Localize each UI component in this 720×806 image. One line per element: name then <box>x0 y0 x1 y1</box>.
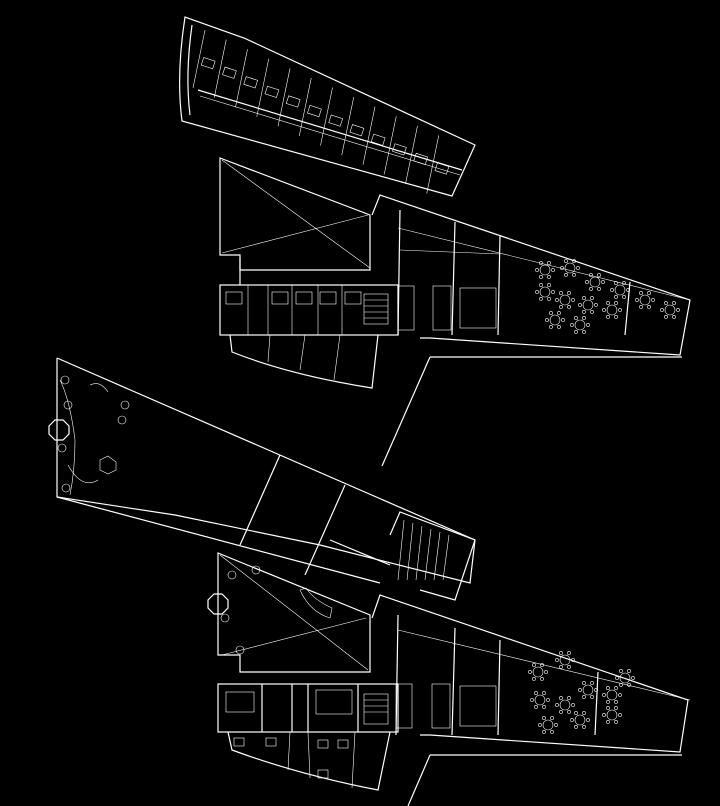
room-partition <box>405 125 418 184</box>
room-partition <box>341 97 355 156</box>
room-partition <box>383 116 397 175</box>
dining-table <box>555 291 575 309</box>
plant <box>120 400 130 410</box>
plant <box>63 400 73 410</box>
bed <box>295 291 313 305</box>
plant <box>117 415 127 425</box>
dining-table <box>570 316 590 334</box>
dining-table <box>660 301 680 319</box>
dining-table <box>578 681 598 699</box>
bed <box>413 152 429 166</box>
dining-table <box>545 311 565 329</box>
plant <box>57 443 67 453</box>
lower-service-core <box>395 683 497 729</box>
dining-table <box>535 261 555 279</box>
dining-table <box>615 669 635 687</box>
upper-guest-room-wing <box>179 16 476 197</box>
bed <box>264 85 280 98</box>
upper-service-core <box>363 285 497 331</box>
dining-table <box>610 281 630 299</box>
upper-balconies <box>229 334 379 389</box>
upper-atrium-void <box>219 157 371 285</box>
bed <box>319 291 337 305</box>
room-partition <box>235 49 248 108</box>
lower-auditorium-seating <box>389 511 476 601</box>
bed <box>434 162 450 175</box>
dining-table <box>635 291 655 309</box>
seat-row <box>406 522 414 581</box>
dining-table <box>602 706 622 724</box>
bed <box>392 143 407 156</box>
bed <box>307 105 322 118</box>
bed <box>349 124 365 137</box>
seat-row <box>433 531 441 581</box>
dining-table <box>555 651 575 669</box>
lower-room-block <box>217 683 399 791</box>
upper-room-row <box>219 284 399 336</box>
bed <box>225 291 243 305</box>
room-partition <box>426 135 440 194</box>
plant <box>60 375 70 385</box>
lower-floor-plan <box>48 357 691 806</box>
lower-main-wing <box>371 594 691 753</box>
seat-row <box>415 525 423 581</box>
bed <box>271 291 289 305</box>
lower-dining-area <box>528 651 635 734</box>
dining-table <box>535 283 555 301</box>
upper-main-wing <box>371 194 691 356</box>
dining-table <box>560 259 580 277</box>
dining-table <box>528 663 548 681</box>
dining-table <box>602 301 622 319</box>
bed <box>328 114 344 127</box>
upper-dining-area <box>535 259 680 334</box>
lower-garden-terrace <box>48 357 476 655</box>
bed <box>243 76 259 89</box>
room-partition <box>192 29 206 89</box>
dining-table <box>578 296 598 314</box>
bed <box>344 291 362 305</box>
bed <box>285 95 301 108</box>
bed <box>370 133 386 146</box>
plant <box>220 613 230 623</box>
dining-table <box>530 691 550 709</box>
dining-table <box>585 273 605 291</box>
plant <box>235 645 245 655</box>
seat-row <box>424 528 432 581</box>
room-partition <box>256 58 270 117</box>
room-partition <box>277 68 291 127</box>
room-partition <box>362 106 376 165</box>
bed <box>222 66 237 79</box>
room-partition <box>320 87 333 146</box>
plant <box>61 483 71 493</box>
seat-row <box>442 534 450 581</box>
room-partition <box>213 39 227 98</box>
dining-table <box>602 686 622 704</box>
dining-table <box>570 711 590 729</box>
plant <box>227 570 237 580</box>
bed <box>200 57 216 70</box>
dining-table <box>555 696 575 714</box>
upper-floor-plan <box>179 16 691 467</box>
dining-table <box>538 716 558 734</box>
room-partition <box>298 77 312 136</box>
seat-row <box>397 519 405 581</box>
lower-atrium-void <box>207 552 371 673</box>
